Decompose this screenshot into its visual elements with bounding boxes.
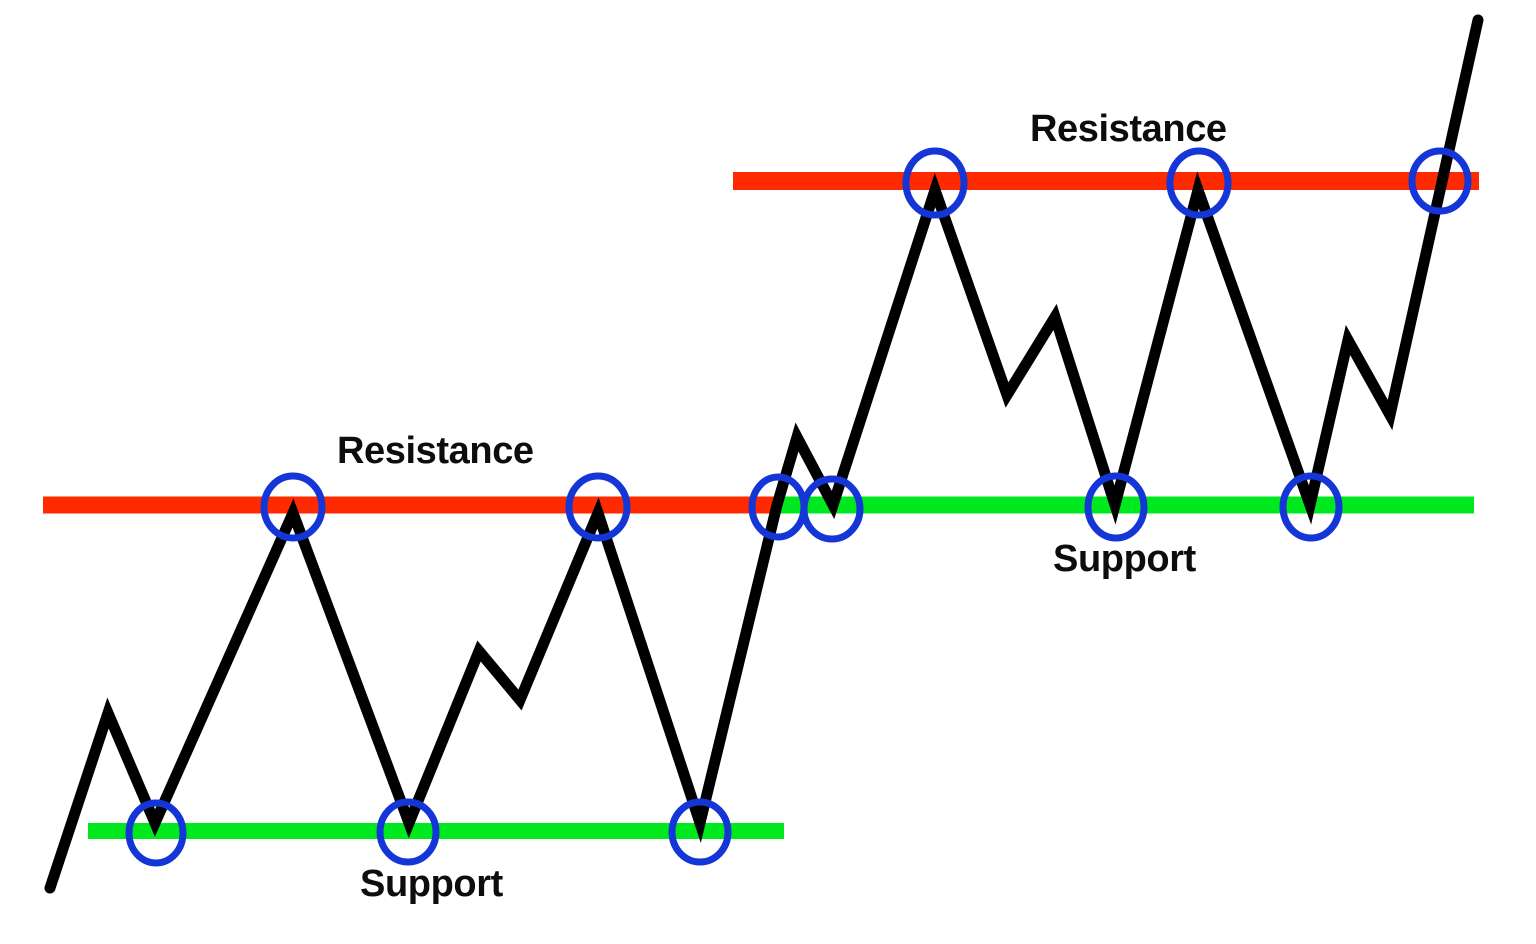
breakout-touch-2 — [800, 475, 864, 543]
touch-marker-group — [125, 147, 1472, 867]
price-line-group — [44, 14, 1484, 894]
resistance-touch-4 — [1166, 147, 1232, 219]
upper-resistance-label: Resistance — [1030, 108, 1227, 150]
lower-support-label: Support — [360, 863, 503, 905]
support-touch-2 — [376, 798, 440, 866]
resistance-touch-2 — [565, 472, 631, 542]
support-touch-4 — [1084, 472, 1148, 542]
upper-resistance-line — [733, 172, 1479, 190]
support-touch-3 — [668, 798, 732, 866]
support-touch-1 — [125, 799, 187, 867]
lower-resistance-label: Resistance — [337, 430, 534, 472]
lower-resistance-line — [43, 496, 783, 514]
price-line — [44, 14, 1484, 894]
level-lines-group — [43, 172, 1479, 839]
resistance-touch-1 — [260, 472, 326, 542]
resistance-touch-3 — [902, 147, 968, 219]
upper-support-line — [779, 496, 1474, 514]
resistance-touch-5 — [1408, 147, 1472, 215]
upper-support-label: Support — [1053, 538, 1196, 580]
support-touch-5 — [1279, 472, 1343, 542]
